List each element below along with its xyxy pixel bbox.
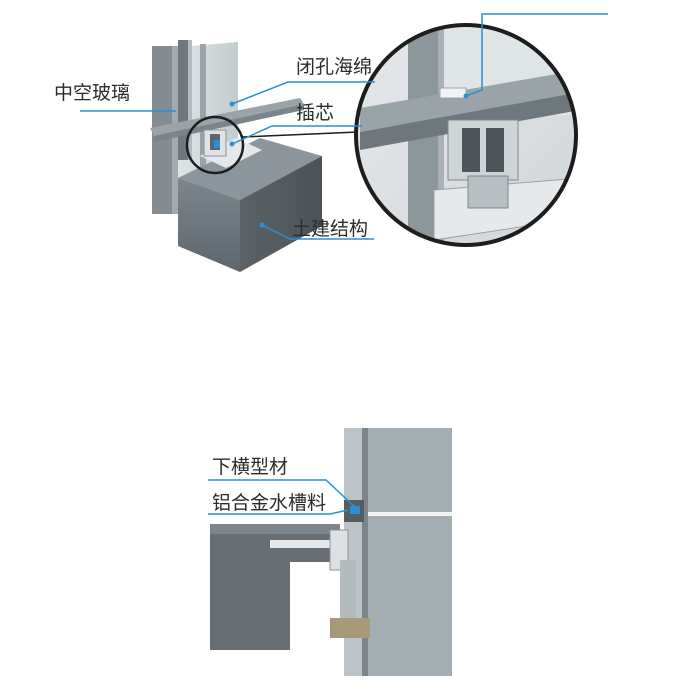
transom-bar <box>150 98 304 142</box>
bottom-illustration <box>210 428 452 676</box>
floor-slab <box>210 524 340 650</box>
leader-civil-structure <box>261 224 374 240</box>
zoom-detail-circle <box>354 23 578 247</box>
label-core-insert: 插芯 <box>296 102 335 124</box>
label-hollow-glass: 中空玻璃 <box>54 82 131 104</box>
gutter-profile <box>344 500 364 522</box>
leader-lines <box>80 13 608 515</box>
label-civil-structure: 土建结构 <box>292 218 369 240</box>
leader-lower-transom <box>208 479 357 509</box>
leader-dots <box>229 93 469 511</box>
leader-aluminum-gutter <box>208 509 349 515</box>
facade-panel <box>344 428 452 676</box>
label-aluminum-gutter: 铝合金水槽料 <box>212 492 327 514</box>
leader-zoom-top <box>465 13 608 97</box>
bracket <box>329 529 370 638</box>
civil-structure-block <box>178 138 322 272</box>
bracket-detail <box>203 129 227 157</box>
leader-core-insert <box>231 125 362 145</box>
top-illustration <box>150 40 359 272</box>
label-closed-foam: 闭孔海绵 <box>296 56 373 78</box>
detail-focus-circle <box>185 115 245 175</box>
leader-closed-foam <box>231 81 375 105</box>
label-lower-transom: 下横型材 <box>212 456 289 478</box>
